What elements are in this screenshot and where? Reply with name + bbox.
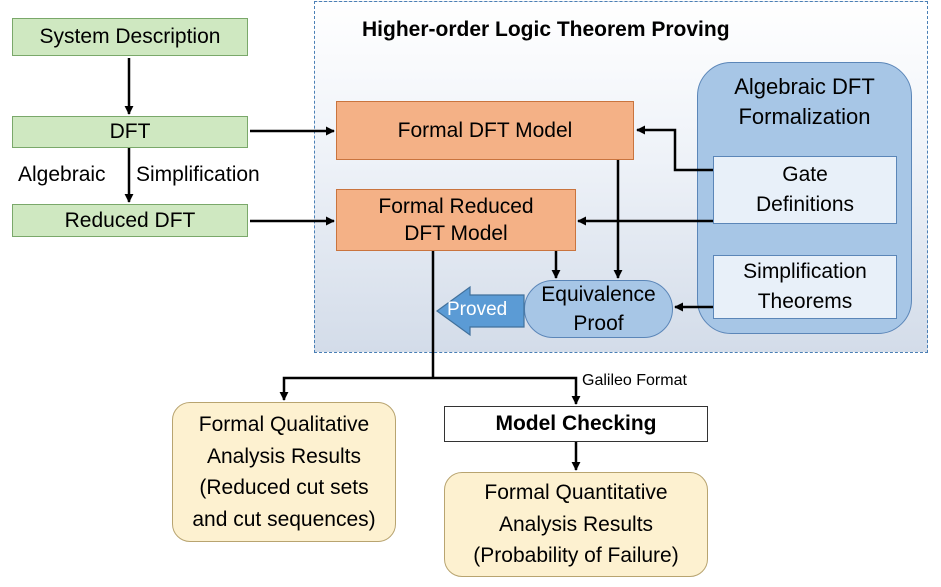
formal-reduced-line2: DFT Model <box>404 222 508 245</box>
reduced-dft-box: Reduced DFT <box>12 204 248 237</box>
arrow-to-model-checking <box>433 376 581 405</box>
proved-arrow-shape <box>435 285 525 337</box>
dft-box: DFT <box>12 116 248 148</box>
quant-line2: Analysis Results <box>498 512 654 536</box>
model-checking-box: Model Checking <box>444 406 708 442</box>
arrow-to-qualitative <box>279 376 433 401</box>
formal-reduced-dft-model-box: Formal Reduced DFT Model <box>336 189 576 251</box>
formal-reduced-line1: Formal Reduced <box>378 194 534 218</box>
gate-line2: Definitions <box>755 193 855 216</box>
model-checking-label: Model Checking <box>495 412 657 435</box>
equiv-line1: Equivalence <box>541 282 656 306</box>
equivalence-proof-node: Equivalence Proof <box>524 280 673 338</box>
system-description-box: System Description <box>12 18 248 56</box>
dft-label: DFT <box>109 120 151 143</box>
qualitative-results-box: Formal Qualitative Analysis Results (Red… <box>172 402 396 542</box>
algebraic-formalization-title: Algebraic DFT Formalization <box>697 72 912 131</box>
simp-thm-line1: Simplification <box>743 259 867 283</box>
qual-line3: (Reduced cut sets <box>199 476 369 499</box>
gate-line1: Gate <box>782 162 828 186</box>
equiv-line2: Proof <box>573 312 624 335</box>
region-title: Higher-order Logic Theorem Proving <box>362 18 730 41</box>
proved-label: Proved <box>447 299 508 320</box>
quant-line1: Formal Quantitative <box>484 481 668 505</box>
formal-dft-model-label: Formal DFT Model <box>397 118 573 142</box>
simplification-left-label: Algebraic <box>18 163 106 186</box>
qual-line1: Formal Qualitative <box>198 413 370 436</box>
qual-line4: and cut sequences) <box>192 507 376 531</box>
reduced-dft-label: Reduced DFT <box>64 208 196 232</box>
simplification-theorems-box: Simplification Theorems <box>713 255 897 319</box>
galileo-format-label: Galileo Format <box>582 372 687 389</box>
formal-dft-model-box: Formal DFT Model <box>336 101 634 160</box>
system-description-label: System Description <box>39 25 221 48</box>
algebraic-title-line1: Algebraic DFT <box>734 74 875 99</box>
simplification-right-label: Simplification <box>136 163 260 186</box>
arrow-gate-to-formal-dft <box>636 125 713 172</box>
algebraic-title-line2: Formalization <box>738 103 871 129</box>
qual-line2: Analysis Results <box>206 444 362 468</box>
quantitative-results-box: Formal Quantitative Analysis Results (Pr… <box>444 472 708 577</box>
gate-definitions-box: Gate Definitions <box>713 156 897 224</box>
quant-line3: (Probability of Failure) <box>473 544 679 568</box>
simp-thm-line2: Theorems <box>757 290 853 313</box>
